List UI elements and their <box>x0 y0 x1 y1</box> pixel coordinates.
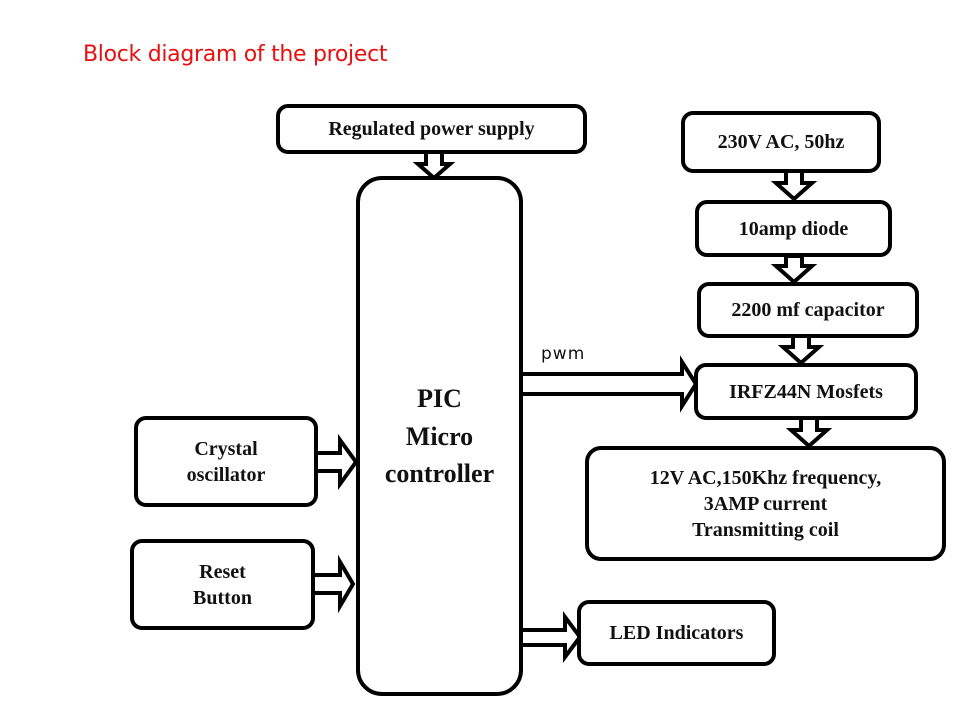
mosfets-block: IRFZ44N Mosfets <box>694 363 918 420</box>
arrow-reset-to-mcu <box>311 554 356 614</box>
page-title: Block diagram of the project <box>83 42 388 67</box>
arrow-ac-to-diode <box>770 169 818 202</box>
arrow-diode-to-capacitor <box>770 254 818 285</box>
reset-label-line-1: Reset <box>199 560 246 583</box>
reset-button-block: Reset Button <box>130 539 315 630</box>
led-indicators-block: LED Indicators <box>577 600 776 666</box>
capacitor-label: 2200 mf capacitor <box>731 299 885 321</box>
crystal-label-line-2: oscillator <box>186 463 266 486</box>
ac-source-label: 230V AC, 50hz <box>717 131 845 153</box>
capacitor-block: 2200 mf capacitor <box>697 282 919 338</box>
reset-label-line-2: Button <box>193 586 252 609</box>
diode-block: 10amp diode <box>695 200 892 257</box>
arrow-mcu-to-led <box>519 611 583 663</box>
crystal-label-line-1: Crystal <box>194 437 258 460</box>
regulated-power-supply-label: Regulated power supply <box>328 118 535 140</box>
arrow-pwm-to-mosfets <box>519 355 699 413</box>
arrow-power-to-mcu <box>412 150 456 181</box>
coil-label-line-3: Transmitting coil <box>692 518 839 541</box>
transmitting-coil-block: 12V AC,150Khz frequency, 3AMP current Tr… <box>585 446 946 561</box>
diode-label: 10amp diode <box>738 217 849 240</box>
regulated-power-supply-block: Regulated power supply <box>276 104 587 154</box>
mcu-label-line-1: PIC <box>417 384 462 413</box>
pwm-label: pwm <box>541 344 586 364</box>
coil-label-line-2: 3AMP current <box>703 492 828 515</box>
arrow-crystal-to-mcu <box>314 433 359 491</box>
crystal-oscillator-block: Crystal oscillator <box>134 416 318 507</box>
mosfets-label: IRFZ44N Mosfets <box>729 380 883 403</box>
led-indicators-label: LED Indicators <box>609 622 744 644</box>
mcu-label-line-3: controller <box>384 459 495 489</box>
arrow-capacitor-to-mosfets <box>777 334 825 366</box>
ac-source-block: 230V AC, 50hz <box>681 111 881 173</box>
coil-label-line-1: 12V AC,150Khz frequency, <box>649 466 882 489</box>
mcu-label-line-2: Micro <box>405 421 474 451</box>
pic-microcontroller-block: PIC Micro controller <box>356 176 523 696</box>
arrow-mosfets-to-coil <box>785 416 833 449</box>
